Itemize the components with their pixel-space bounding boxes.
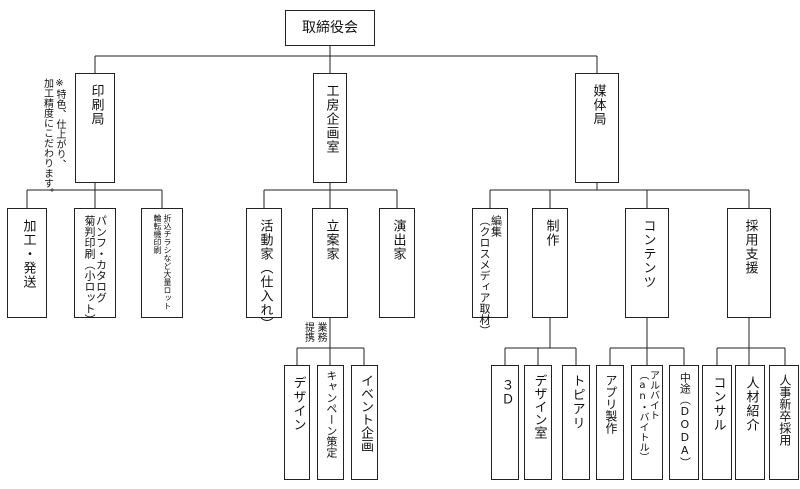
production-design-room: デザイン室 xyxy=(524,365,552,480)
recruit-newgrad: 人事新卒採用 xyxy=(769,365,799,480)
studio-child-planner: 立案家 xyxy=(312,208,348,318)
board-label: 取締役会 xyxy=(302,19,358,36)
production-3d: ３Ｄ xyxy=(491,365,519,480)
contents-midcareer: 中途（DODA） xyxy=(669,365,699,480)
printing-child-processing: 加工・発送 xyxy=(7,208,47,318)
studio-child-director: 演出家 xyxy=(379,208,415,318)
media-child-editing: 編集 （クロスメディア取材） xyxy=(472,208,508,336)
board-node: 取締役会 xyxy=(285,10,375,46)
studio-planning-node: 工房企画室 xyxy=(313,73,347,183)
partner-campaign: キャンペーン策定 xyxy=(317,365,344,480)
media-bureau-label: 媒体局 xyxy=(590,84,606,126)
recruit-consult: コンサル xyxy=(702,365,732,480)
media-child-recruit: 採用支援 xyxy=(727,208,771,318)
printing-note: ※特色、仕上がり、 加工精度にこだわります。 xyxy=(41,78,66,198)
studio-planning-label: 工房企画室 xyxy=(323,84,339,154)
media-child-production: 制作 xyxy=(532,208,568,318)
partnership-note: 業務 提携 xyxy=(302,322,327,342)
printing-child-pamphlet: パンフ・カタログ 菊判印刷（小ロット） xyxy=(74,208,116,325)
contents-app: アプリ製作 xyxy=(596,365,624,480)
production-topiary: トピアリ xyxy=(562,365,590,480)
contents-parttime: アルバイト （an・バイトル） xyxy=(631,365,663,480)
recruit-placement: 人材紹介 xyxy=(735,365,765,480)
partner-event: イベント企画 xyxy=(351,365,378,480)
partner-design: デザイン xyxy=(284,365,310,480)
printing-bureau-label: 印刷局 xyxy=(88,84,104,126)
media-child-contents: コンテンツ xyxy=(625,208,669,318)
printing-bureau-node: 印刷局 xyxy=(75,73,115,183)
printing-child-flyer: 折込チラシなど大量ロット 輪転機印刷 xyxy=(141,208,183,318)
studio-child-activist: 活動家（仕入れ） xyxy=(246,208,282,331)
media-bureau-node: 媒体局 xyxy=(575,73,619,183)
